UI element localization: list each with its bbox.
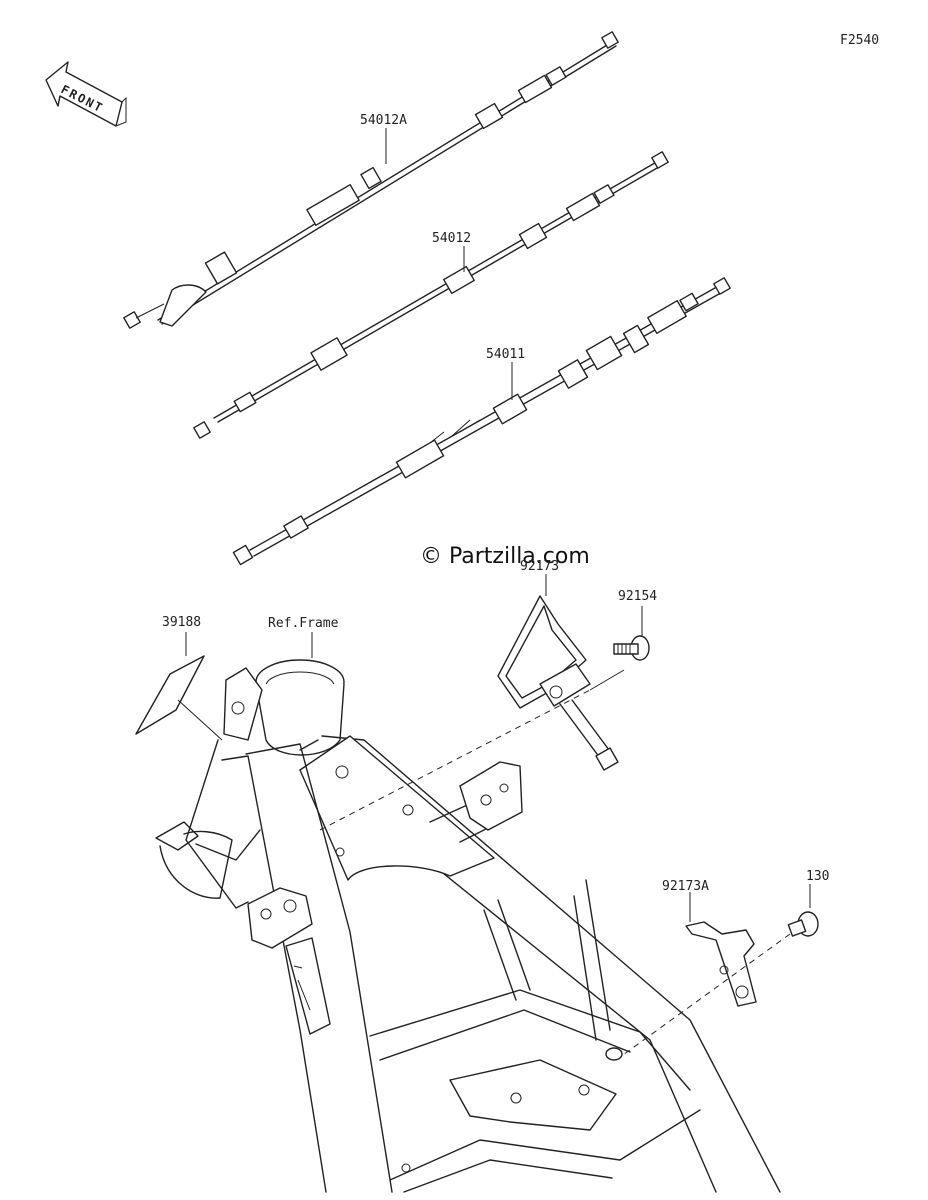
cable-54012[interactable]: 54012 bbox=[193, 151, 669, 439]
part-label-92154: 92154 bbox=[618, 589, 657, 604]
bolt-92154[interactable]: 92154 bbox=[613, 589, 657, 661]
frame bbox=[155, 659, 781, 1193]
part-label-54012a: 54012A bbox=[360, 113, 407, 128]
bracket-92173a[interactable]: 92173A bbox=[662, 879, 757, 1007]
part-label-54012: 54012 bbox=[432, 231, 471, 246]
label-39188[interactable]: 39188 bbox=[135, 615, 223, 741]
bolt-130[interactable]: 130 bbox=[615, 869, 829, 1061]
cable-54011[interactable]: 54011 bbox=[232, 277, 731, 566]
watermark: © Partzilla.com bbox=[420, 544, 590, 569]
diagram-code: F2540 bbox=[840, 33, 879, 48]
part-label-54011: 54011 bbox=[486, 347, 525, 362]
part-label-ref-frame: Ref.Frame bbox=[268, 616, 339, 631]
part-label-39188: 39188 bbox=[162, 615, 201, 630]
cable-54012a[interactable]: 54012A bbox=[123, 31, 619, 329]
part-label-92173a: 92173A bbox=[662, 879, 709, 894]
part-label-130: 130 bbox=[806, 869, 829, 884]
front-arrow-icon: FRONT bbox=[45, 61, 127, 127]
bracket-92173[interactable]: 92173 bbox=[497, 559, 619, 771]
part-label-92173: 92173 bbox=[520, 559, 559, 574]
